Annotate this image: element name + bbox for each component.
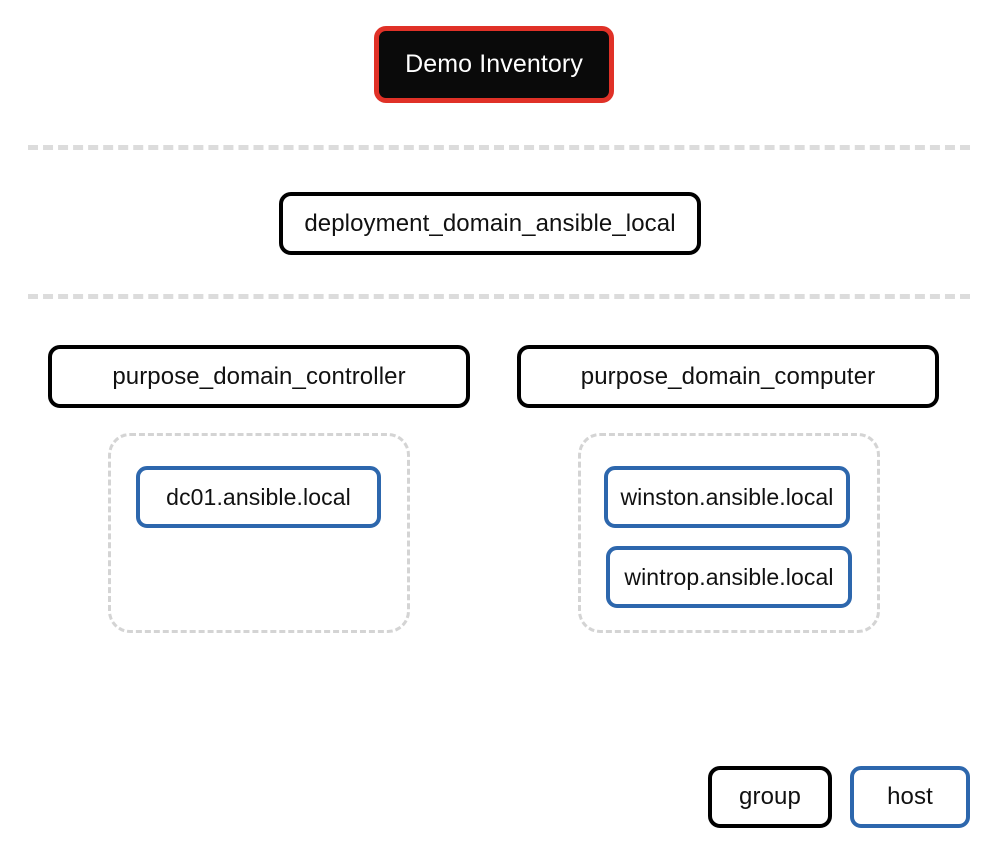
node-demo-inventory-label: Demo Inventory: [405, 50, 583, 78]
rank-divider-1: [28, 145, 970, 150]
rank-divider-2: [28, 294, 970, 299]
node-demo-inventory[interactable]: Demo Inventory: [374, 26, 614, 103]
node-purpose-domain-controller[interactable]: purpose_domain_controller: [48, 345, 470, 408]
host-container-purpose-domain-computer: [578, 433, 880, 633]
node-purpose-domain-computer-label: purpose_domain_computer: [580, 362, 876, 390]
legend-group-label: group: [739, 783, 801, 810]
node-winston-ansible-local[interactable]: winston.ansible.local: [604, 466, 850, 528]
legend-host-swatch: host: [850, 766, 970, 828]
node-dc01-ansible-local[interactable]: dc01.ansible.local: [136, 466, 381, 528]
node-wintrop-ansible-local-label: wintrop.ansible.local: [624, 563, 834, 590]
node-deployment-domain-ansible-local-label: deployment_domain_ansible_local: [304, 209, 676, 237]
node-purpose-domain-computer[interactable]: purpose_domain_computer: [517, 345, 939, 408]
node-dc01-ansible-local-label: dc01.ansible.local: [166, 483, 351, 510]
node-winston-ansible-local-label: winston.ansible.local: [620, 483, 834, 510]
legend-host-label: host: [887, 783, 933, 810]
node-deployment-domain-ansible-local[interactable]: deployment_domain_ansible_local: [279, 192, 701, 255]
node-wintrop-ansible-local[interactable]: wintrop.ansible.local: [606, 546, 852, 608]
legend-group-swatch: group: [708, 766, 832, 828]
node-purpose-domain-controller-label: purpose_domain_controller: [112, 362, 406, 390]
host-container-purpose-domain-controller: [108, 433, 410, 633]
